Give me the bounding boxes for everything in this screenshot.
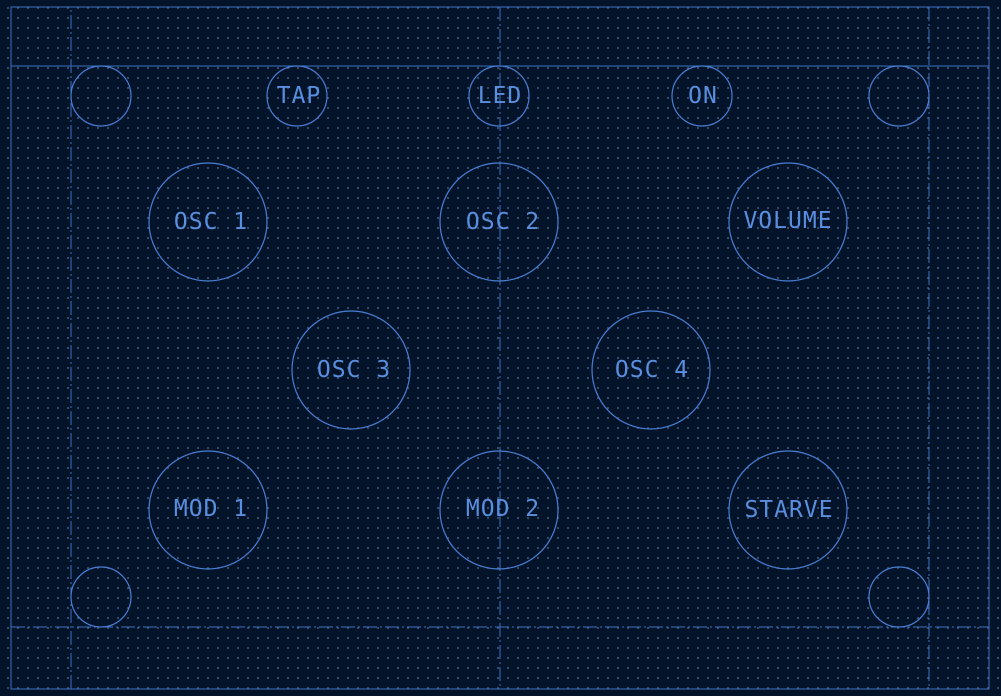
osc2-hole-outline [439, 162, 559, 282]
corner-hole-top-right [868, 65, 930, 127]
osc2-label: OSC 2 [466, 209, 540, 235]
osc4-hole-outline [591, 310, 711, 430]
knob-mod2[interactable]: MOD 2 [439, 450, 559, 570]
led-hole[interactable]: LED [468, 65, 530, 127]
knob-osc3[interactable]: OSC 3 [291, 310, 411, 430]
on-switch-hole[interactable]: ON [671, 65, 733, 127]
knob-osc1[interactable]: OSC 1 [148, 162, 268, 282]
mod1-label: MOD 1 [174, 496, 248, 522]
knob-osc2[interactable]: OSC 2 [439, 162, 559, 282]
starve-hole-outline [728, 450, 848, 570]
osc1-hole-outline [148, 162, 268, 282]
knob-osc4[interactable]: OSC 4 [591, 310, 711, 430]
on-label: ON [688, 83, 718, 109]
mod2-label: MOD 2 [466, 496, 540, 522]
volume-hole-outline [728, 162, 848, 282]
on-hole-outline [671, 65, 733, 127]
tap-switch-hole[interactable]: TAP [266, 65, 328, 127]
tap-hole-outline [266, 65, 328, 127]
knob-volume[interactable]: VOLUME [728, 162, 848, 282]
osc3-label: OSC 3 [317, 357, 391, 383]
corner-hole-bottom-left [70, 566, 132, 628]
corner-hole-bottom-right [868, 566, 930, 628]
corner-hole-top-left [70, 65, 132, 127]
osc4-label: OSC 4 [615, 357, 689, 383]
tap-label: TAP [277, 83, 322, 109]
osc3-hole-outline [291, 310, 411, 430]
knob-starve[interactable]: STARVE [728, 450, 848, 570]
osc1-label: OSC 1 [174, 209, 248, 235]
led-hole-outline [468, 65, 530, 127]
mod2-hole-outline [439, 450, 559, 570]
volume-label: VOLUME [743, 208, 832, 234]
knob-mod1[interactable]: MOD 1 [148, 450, 268, 570]
mod1-hole-outline [148, 450, 268, 570]
starve-label: STARVE [744, 497, 833, 523]
led-label: LED [478, 83, 523, 109]
